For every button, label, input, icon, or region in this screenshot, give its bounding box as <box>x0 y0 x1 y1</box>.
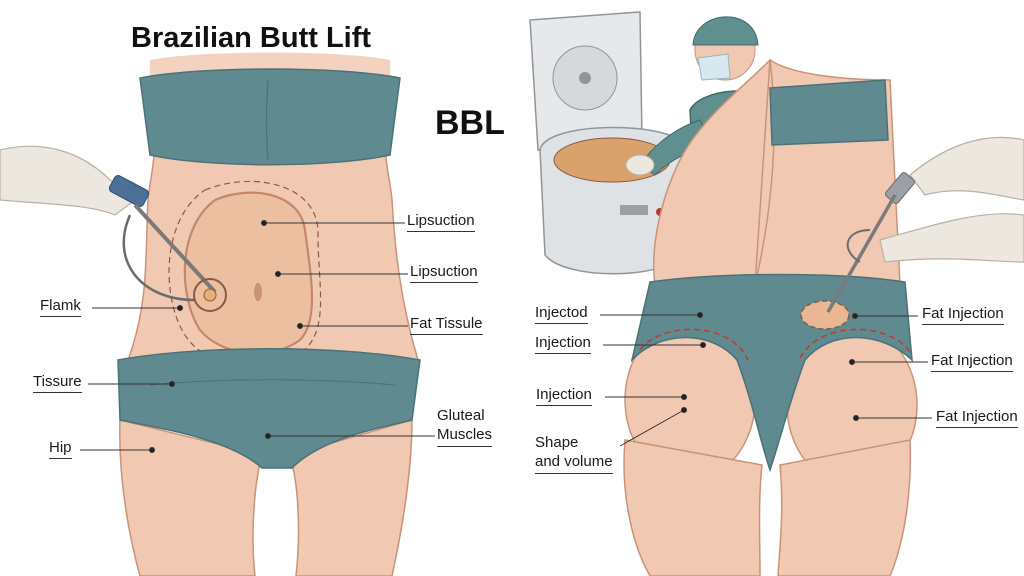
back-left-leg <box>623 439 763 576</box>
diagram-subtitle: BBL <box>435 104 505 142</box>
leader-lines <box>80 220 932 453</box>
label-fat-injection-top: Fat Injection <box>922 305 1004 325</box>
diagram-title: Brazilian Butt Lift <box>131 22 372 54</box>
back-view-figure <box>623 58 1024 576</box>
liposuction-cannula <box>0 145 227 312</box>
navel <box>254 283 262 301</box>
label-shape-line2: and volume <box>535 452 613 470</box>
front-briefs <box>117 348 421 469</box>
label-flamk: Flamk <box>40 297 81 317</box>
surgeon-mask <box>697 53 731 81</box>
label-gluteal-line1: Gluteal <box>437 407 485 424</box>
liposuction-area <box>183 191 314 355</box>
label-fat-tissule: Fat Tissule <box>410 315 483 335</box>
label-shape-and-volume: Shape and volume <box>535 434 613 474</box>
left-injection-marking <box>639 328 749 361</box>
label-fat-injection-middle: Fat Injection <box>931 352 1013 372</box>
label-lipsuction-lower: Lipsuction <box>410 263 478 283</box>
label-injectod: Injectod <box>535 304 588 324</box>
back-bra <box>769 79 889 146</box>
front-torso-figure <box>0 52 421 576</box>
front-bra-top <box>139 68 401 166</box>
label-injection-lower: Injection <box>536 386 592 406</box>
label-gluteal-muscles: Gluteal Muscles <box>437 407 493 447</box>
fat-injector <box>826 136 1024 313</box>
label-lipsuction-upper: Lipsuction <box>407 212 475 232</box>
label-hip: Hip <box>49 439 72 459</box>
label-tissure: Tissure <box>33 373 82 393</box>
back-right-leg <box>777 439 912 576</box>
front-briefs-fold <box>149 379 396 386</box>
surgeon-glove <box>625 154 655 176</box>
front-left-leg <box>119 419 263 576</box>
label-shape-line1: Shape <box>535 434 579 451</box>
surgeon-cap <box>692 16 759 46</box>
right-injection-marking <box>799 328 911 359</box>
label-fat-injection-bottom: Fat Injection <box>936 408 1018 428</box>
label-gluteal-line2: Muscles <box>437 425 493 443</box>
injection-site <box>800 300 850 330</box>
label-injection-upper: Injection <box>535 334 591 354</box>
front-bra-fold <box>265 79 269 161</box>
